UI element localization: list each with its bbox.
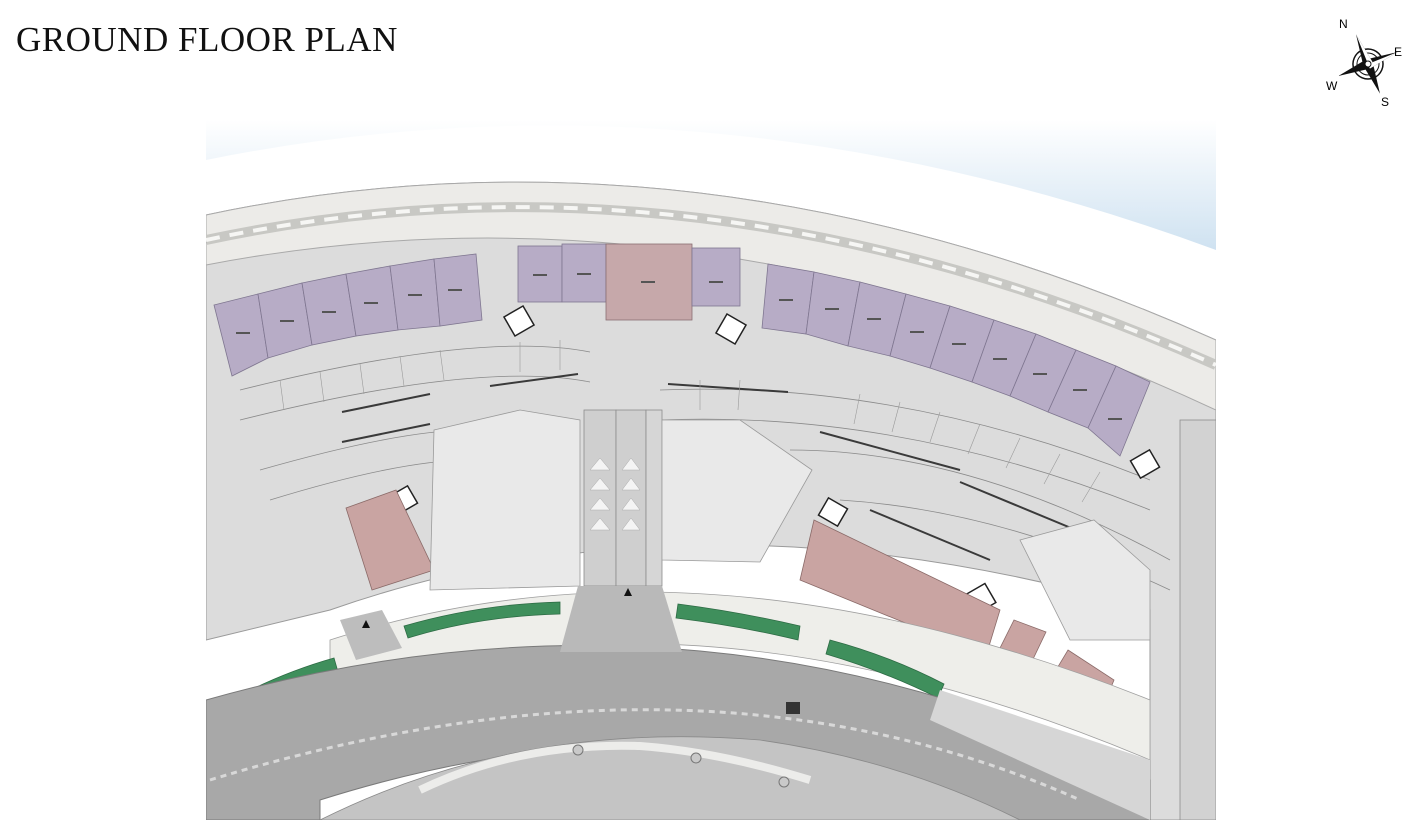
compass-south-label: S [1381,95,1389,106]
ramp-right [645,409,663,587]
parking-ticks [279,340,1101,503]
entrance-road-west [340,610,402,660]
retail-strip-west [213,253,483,377]
tree-marker [690,752,702,764]
retail-strip-centre [517,243,741,321]
compass-west-label: W [1326,79,1338,93]
entrance-road-south-east [930,690,1150,820]
tree-marker [778,776,790,788]
tree-marker [572,744,584,756]
east-access-road [1179,419,1216,820]
water-area [206,120,1216,250]
retail-unit[interactable] [1087,365,1151,457]
road-median [209,708,1081,802]
entrance-marker-icon [624,588,632,596]
compass-north-label: N [1339,17,1348,31]
inner-island [319,736,1021,820]
inner-plaza-east [661,419,813,563]
entrance-road-centre [560,586,682,652]
inner-plaza-ne [1019,519,1151,641]
entrance-marker-icon [362,620,370,628]
inner-plaza-west [429,409,581,591]
ramp-arrows [589,457,641,531]
retail-unit[interactable] [691,247,741,307]
bus-stop-icon [786,702,800,714]
page-title: GROUND FLOOR PLAN [16,20,398,59]
outer-promenade [206,181,1216,411]
compass-rose-icon: N E W S [1322,14,1414,109]
compass-east-label: E [1394,45,1402,59]
